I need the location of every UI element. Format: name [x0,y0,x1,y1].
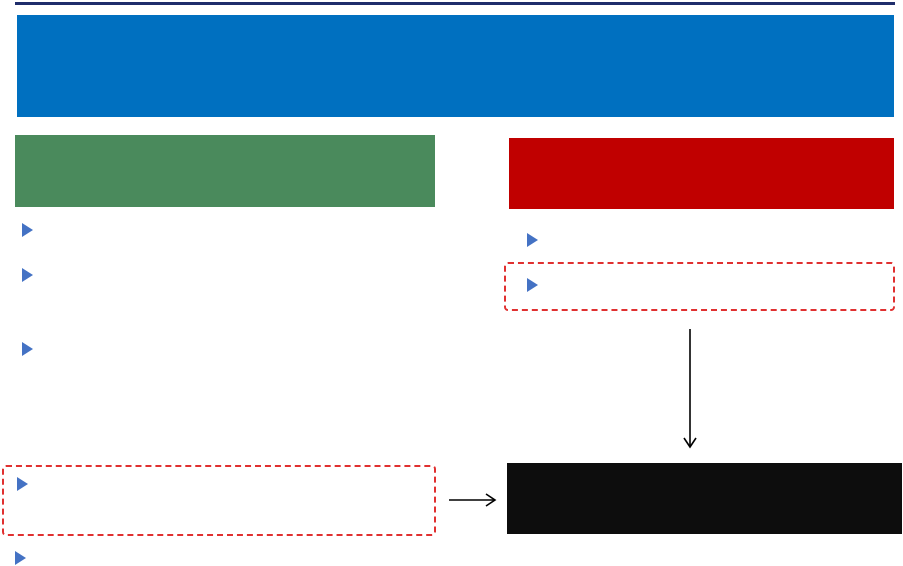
bullet-triangle-icon [527,278,538,292]
left-highlight-box [2,465,436,536]
bullet-triangle-icon [527,233,538,247]
left-panel-header [15,135,435,207]
result-box [507,463,902,534]
banner [17,15,894,117]
top-rule [15,2,895,5]
bullet-triangle-icon [22,223,33,237]
right-panel-header [509,138,894,209]
arrow-right-icon [449,493,497,507]
bullet-triangle-icon [15,551,26,565]
bullet-triangle-icon [22,342,33,356]
bullet-triangle-icon [22,268,33,282]
arrow-down-icon [683,329,697,449]
bullet-triangle-icon [17,477,28,491]
right-highlight-box [504,262,895,311]
